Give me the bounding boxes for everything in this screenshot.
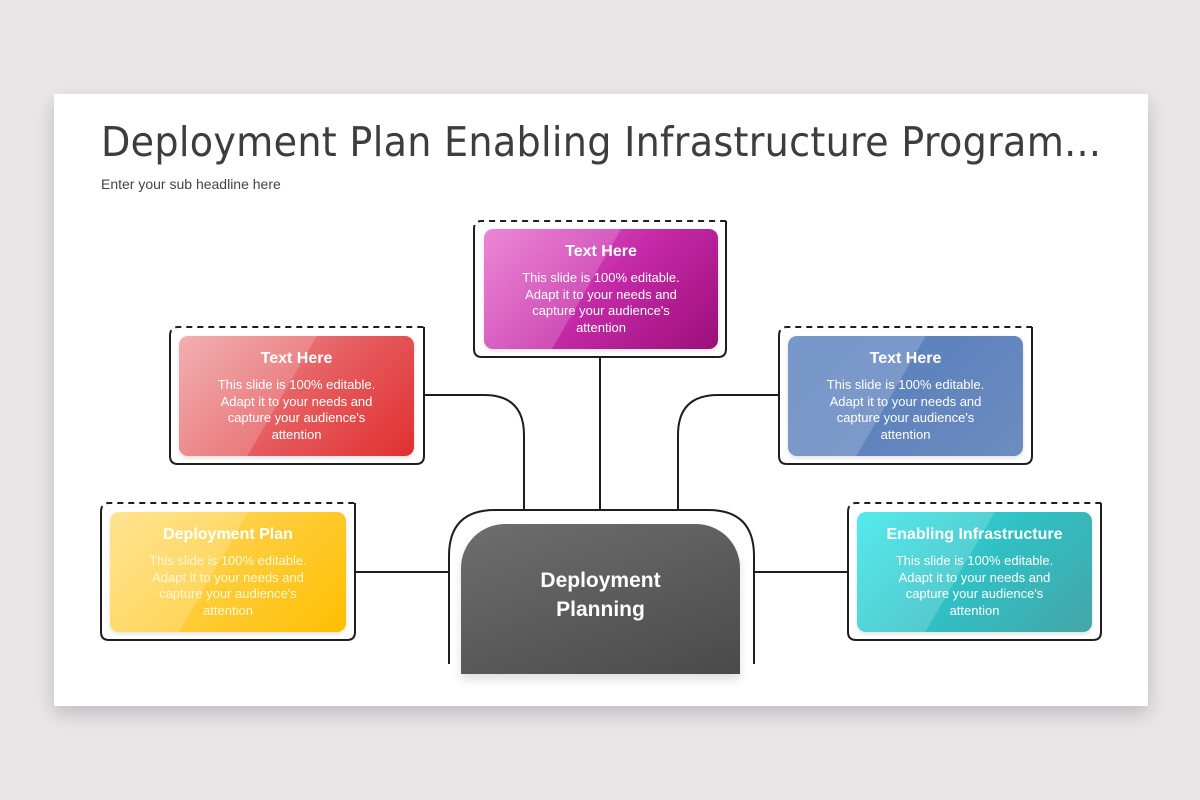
node-body: This slide is 100% editable. Adapt it to… bbox=[826, 377, 985, 442]
center-label-line2: Planning bbox=[556, 598, 645, 621]
node-title: Enabling Infrastructure bbox=[886, 526, 1063, 543]
node-title: Text Here bbox=[565, 243, 637, 260]
node-body: This slide is 100% editable. Adapt it to… bbox=[522, 270, 680, 335]
frame-center bbox=[448, 509, 755, 664]
node-title: Deployment Plan bbox=[163, 526, 293, 543]
node-card-upper-left[interactable]: Text Here This slide is 100% editable. A… bbox=[179, 336, 414, 456]
node-title: Text Here bbox=[869, 350, 942, 367]
node-card-top[interactable]: Text Here This slide is 100% editable. A… bbox=[484, 229, 718, 349]
center-node[interactable]: Deployment Planning bbox=[461, 524, 740, 674]
node-card-lower-right[interactable]: Enabling Infrastructure This slide is 10… bbox=[857, 512, 1092, 632]
slide-title: Deployment Plan Enabling Infrastructure … bbox=[101, 118, 1102, 166]
node-card-upper-right[interactable]: Text Here This slide is 100% editable. A… bbox=[788, 336, 1023, 456]
node-body: This slide is 100% editable. Adapt it to… bbox=[149, 553, 307, 618]
slide-subtitle: Enter your sub headline here bbox=[101, 176, 281, 192]
center-label-line1: Deployment bbox=[540, 569, 661, 592]
connector-lines bbox=[100, 220, 1102, 664]
node-body: This slide is 100% editable. Adapt it to… bbox=[217, 377, 376, 442]
frame-top-dashed bbox=[473, 220, 726, 231]
center-node-title: Deployment Planning bbox=[461, 566, 740, 624]
node-body: This slide is 100% editable. Adapt it to… bbox=[895, 553, 1054, 618]
node-title: Text Here bbox=[260, 350, 333, 367]
slide: Deployment Plan Enabling Infrastructure … bbox=[54, 94, 1148, 706]
node-card-lower-left[interactable]: Deployment Plan This slide is 100% edita… bbox=[110, 512, 346, 632]
